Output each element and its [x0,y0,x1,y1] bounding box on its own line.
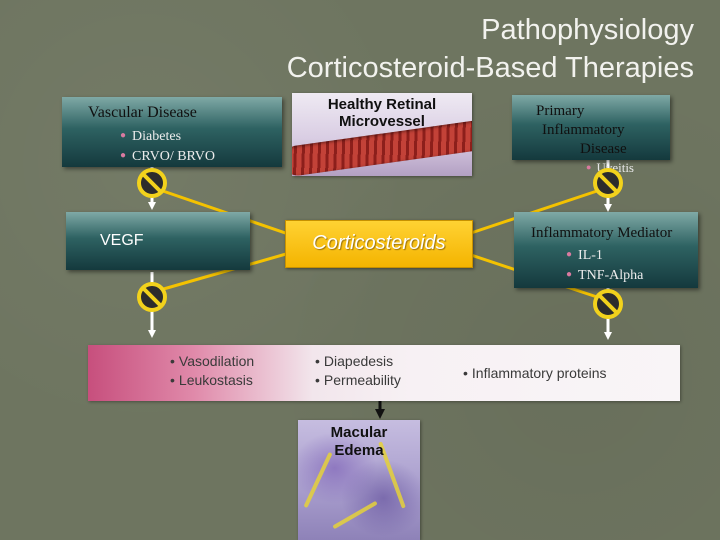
inhibit-symbol-icon [137,168,167,198]
macular-edema-image: Macular Edema [298,420,420,540]
macular-label-line-1: Macular [330,424,388,441]
vegf-box: VEGF [66,212,250,270]
inflammatory-heading-line-3: Disease [580,141,627,157]
vascular-disease-list: ●Diabetes ●CRVO/ BRVO [120,126,215,166]
title-line-2: Corticosteroid-Based Therapies [286,52,694,84]
inhibit-symbol-icon [593,289,623,319]
effects-group-1: •Vasodilation •Leukostasis [170,352,254,390]
bullet-dot-icon: • [315,353,320,369]
vascular-disease-box: Vascular Disease ●Diabetes ●CRVO/ BRVO [62,97,282,167]
cortico-line-lower-left [159,248,301,292]
mediator-bullet-0: ●IL-1 [566,248,603,263]
effect-item: •Vasodilation [170,353,255,369]
bullet-dot-icon: ● [120,130,127,141]
effect-item: •Permeability [315,372,401,388]
inhibit-symbol-icon [593,168,623,198]
effects-group-2: •Diapedesis •Permeability [315,352,401,390]
effect-item: •Inflammatory proteins [463,365,607,381]
primary-inflammatory-heading: Primary Inflammatory Disease [512,102,670,159]
healthy-retinal-microvessel-image: Healthy Retinal Microvessel [292,93,472,176]
retinal-label: Healthy Retinal Microvessel [292,96,472,130]
vascular-disease-heading: Vascular Disease [88,104,197,121]
effect-item: •Leukostasis [170,372,253,388]
vascular-bullet-0: ●Diabetes [120,129,182,144]
effects-band: •Vasodilation •Leukostasis •Diapedesis •… [88,345,680,401]
macular-label-line-2: Edema [334,442,384,459]
bullet-dot-icon: • [170,353,175,369]
inflammatory-heading-line-2: Inflammatory [542,122,625,138]
bullet-dot-icon: • [315,372,320,388]
vascular-bullet-1: ●CRVO/ BRVO [120,149,215,164]
bullet-dot-icon: • [463,365,468,381]
mediator-bullet-1: ●TNF-Alpha [566,268,644,283]
inflammatory-mediator-box: Inflammatory Mediator ●IL-1 ●TNF-Alpha [514,212,698,288]
inflammatory-mediator-list: ●IL-1 ●TNF-Alpha [566,245,643,285]
retinal-label-line-2: Microvessel [339,113,425,130]
bullet-dot-icon: • [170,372,175,388]
inflammatory-mediator-heading: Inflammatory Mediator [531,225,673,241]
corticosteroids-label: Corticosteroids [312,232,446,254]
bullet-dot-icon: ● [586,162,592,172]
retinal-label-line-1: Healthy Retinal [327,96,437,113]
inhibit-symbol-icon [137,282,167,312]
primary-inflammatory-disease-box: Primary Inflammatory Disease [512,95,670,160]
title-line-1: Pathophysiology [481,14,694,46]
bullet-dot-icon: ● [566,269,573,280]
corticosteroids-box: Corticosteroids [285,220,473,268]
effect-item: •Diapedesis [315,353,394,369]
vegf-label: VEGF [100,232,144,249]
inflammatory-heading-line-1: Primary [536,103,585,119]
bullet-dot-icon: ● [566,249,573,260]
effects-group-3: •Inflammatory proteins [463,364,607,383]
bullet-dot-icon: ● [120,150,127,161]
macular-edema-label: Macular Edema [298,424,420,460]
